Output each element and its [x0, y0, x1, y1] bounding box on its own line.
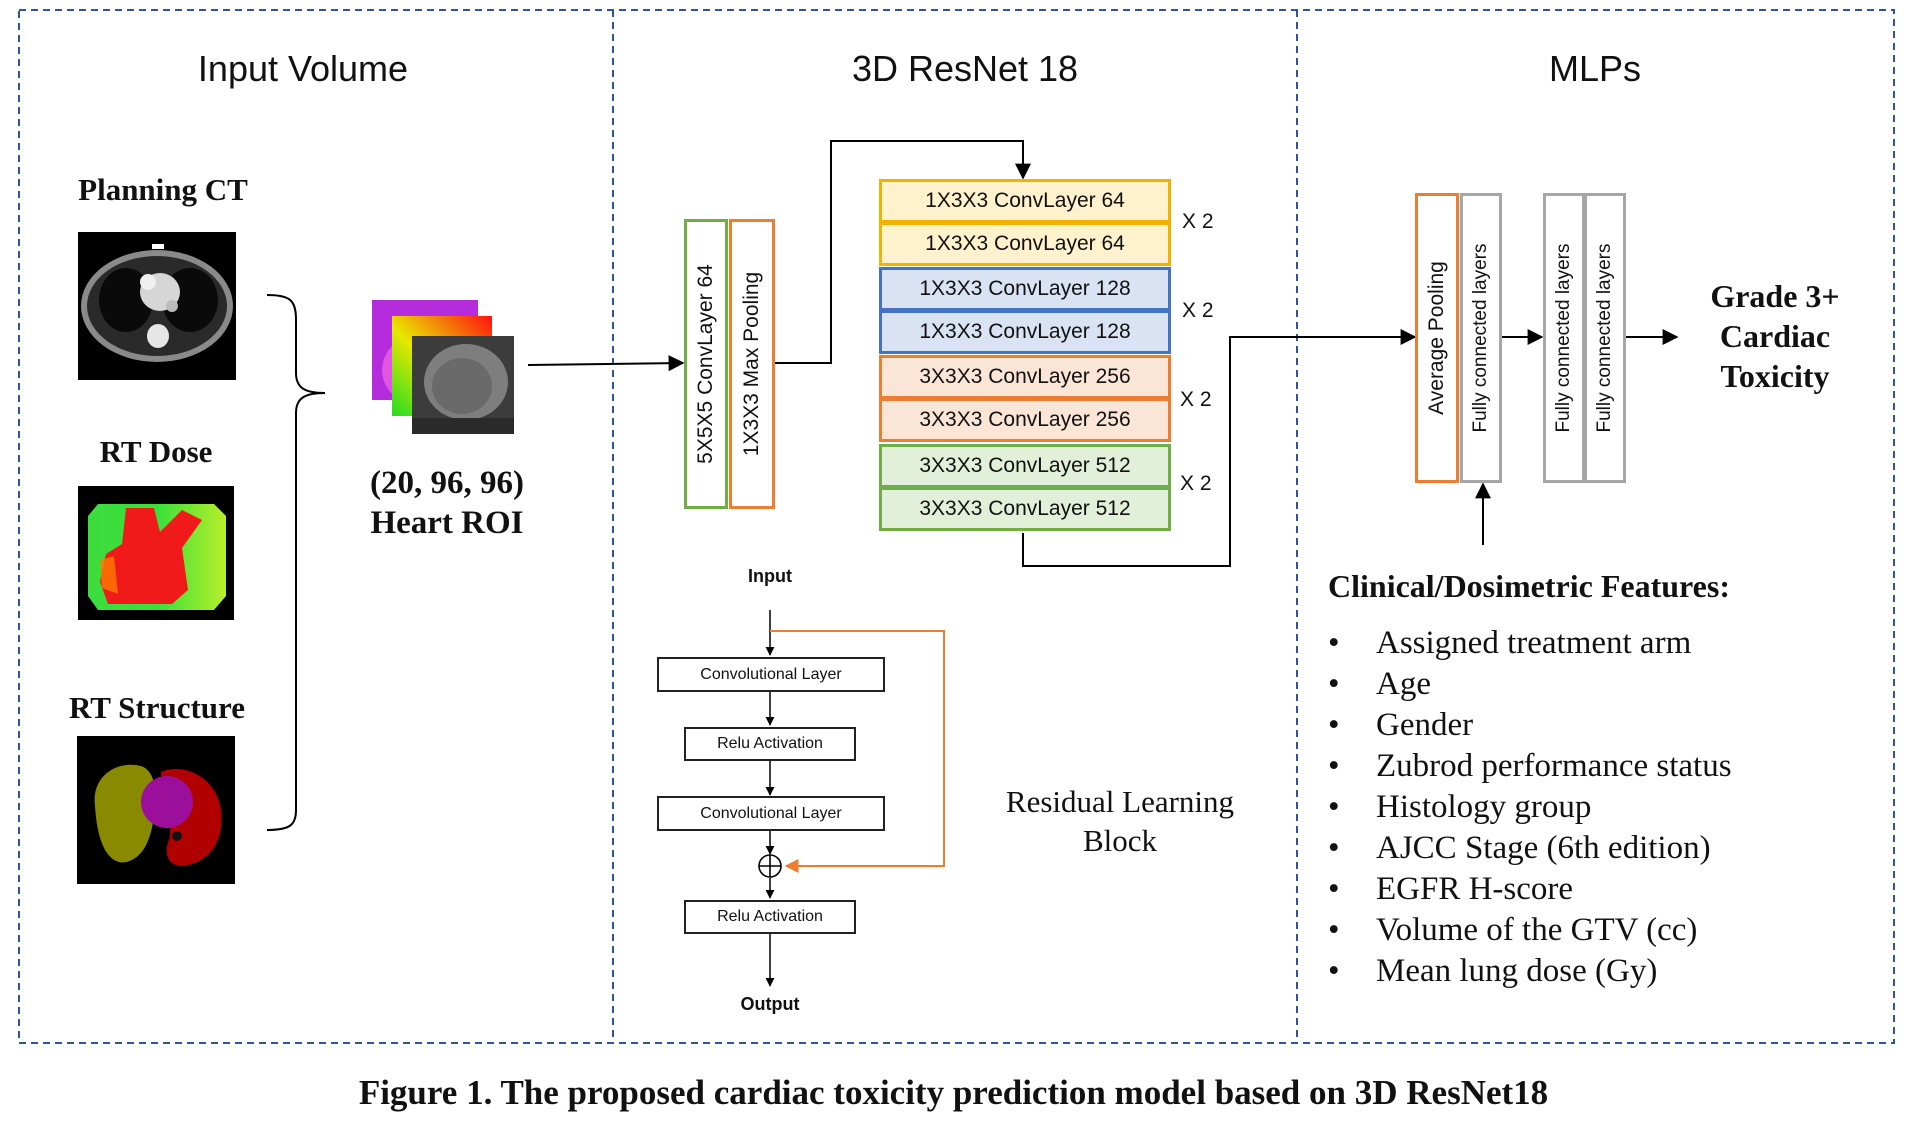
rb-relu-2: Relu Activation: [684, 900, 856, 934]
output-line3: Toxicity: [1720, 358, 1830, 394]
rt-dose-image: [78, 486, 234, 620]
feature-bullet: •: [1328, 748, 1340, 784]
roi-ct-slice: [412, 336, 514, 434]
feature-text: Age: [1376, 666, 1431, 702]
roi-label: Heart ROI: [370, 505, 524, 541]
fc-layer-2-label: Fully connected layers: [1553, 243, 1574, 433]
feature-text: Zubrod performance status: [1376, 748, 1732, 784]
stage3-layer2: 3X3X3 ConvLayer 256: [879, 398, 1171, 442]
label-rt-structure: RT Structure: [68, 690, 245, 725]
stem-pool-layer: 1X3X3 Max Pooling: [729, 219, 775, 509]
rb-caption-line2: Block: [1082, 823, 1158, 858]
stem-pool-label: 1X3X3 Max Pooling: [740, 271, 763, 457]
stem-conv-label: 5X5X5 ConvLayer 64: [694, 264, 717, 464]
arrow-roi-to-stem: [527, 355, 685, 372]
rb-relu-1: Relu Activation: [684, 727, 856, 761]
fc-layer-1: Fully connected layers: [1460, 193, 1502, 483]
stage3-layer1: 3X3X3 ConvLayer 256: [879, 355, 1171, 399]
feature-bullet: •: [1328, 953, 1340, 989]
stage4-layer1: 3X3X3 ConvLayer 512: [879, 444, 1171, 488]
fc-layer-3-label: Fully connected layers: [1594, 243, 1615, 433]
rt-structure-image: [77, 736, 235, 884]
input-brace: [266, 294, 326, 831]
arrow-stages-to-mlp: [1022, 329, 1417, 567]
avg-pool-label: Average Pooling: [1425, 261, 1448, 415]
stage2-repeat: X 2: [1182, 299, 1214, 322]
rb-conv-layer-2: Convolutional Layer: [657, 796, 885, 831]
rb-conv-layer-1: Convolutional Layer: [657, 657, 885, 692]
arrow-pool-to-stages: [775, 140, 1031, 364]
rb-input-label: Input: [748, 566, 792, 586]
output-line2: Cardiac: [1719, 318, 1831, 354]
stage1-repeat: X 2: [1182, 210, 1214, 233]
avg-pool-layer: Average Pooling: [1415, 193, 1459, 483]
planning-ct-image: [78, 232, 236, 380]
stage1-layer2: 1X3X3 ConvLayer 64: [879, 222, 1171, 266]
feature-bullet: •: [1328, 871, 1340, 907]
features-title: Clinical/Dosimetric Features:: [1328, 568, 1730, 604]
fc-layer-3: Fully connected layers: [1584, 193, 1626, 483]
feature-text: Assigned treatment arm: [1376, 625, 1692, 661]
feature-text: Gender: [1376, 707, 1474, 743]
feature-text: Volume of the GTV (cc): [1376, 912, 1698, 948]
stage4-repeat: X 2: [1180, 472, 1212, 495]
feature-bullet: •: [1328, 830, 1340, 866]
stage1-layer1: 1X3X3 ConvLayer 64: [879, 179, 1171, 223]
roi-shape: (20, 96, 96): [370, 465, 524, 501]
rb-output-label: Output: [740, 994, 800, 1014]
outer-frame: [18, 9, 1895, 1044]
panel-title-input: Input Volume: [197, 48, 409, 89]
feature-text: AJCC Stage (6th edition): [1376, 830, 1711, 866]
feature-text: EGFR H-score: [1376, 871, 1574, 907]
feature-bullet: •: [1328, 666, 1340, 702]
label-planning-ct: Planning CT: [78, 172, 248, 207]
feature-text: Mean lung dose (Gy): [1376, 953, 1658, 989]
feature-bullet: •: [1328, 707, 1340, 743]
output-line1: Grade 3+: [1710, 278, 1840, 314]
stage2-layer2: 1X3X3 ConvLayer 128: [879, 310, 1171, 354]
rb-skip-connection: [770, 630, 945, 873]
figure-caption: Figure 1. The proposed cardiac toxicity …: [358, 1073, 1549, 1112]
rb-caption-line1: Residual Learning: [1005, 784, 1235, 819]
stage3-repeat: X 2: [1180, 388, 1212, 411]
stem-conv-layer: 5X5X5 ConvLayer 64: [684, 219, 728, 509]
fc-layer-2: Fully connected layers: [1543, 193, 1585, 483]
label-rt-dose: RT Dose: [99, 434, 213, 469]
fc-layer-1-label: Fully connected layers: [1470, 243, 1491, 433]
feature-bullet: •: [1328, 625, 1340, 661]
stage2-layer1: 1X3X3 ConvLayer 128: [879, 267, 1171, 311]
feature-bullet: •: [1328, 789, 1340, 825]
panel-title-mlps: MLPs: [1548, 48, 1642, 89]
feature-bullet: •: [1328, 912, 1340, 948]
feature-text: Histology group: [1376, 789, 1592, 825]
stage4-layer2: 3X3X3 ConvLayer 512: [879, 487, 1171, 531]
panel-title-resnet: 3D ResNet 18: [851, 48, 1079, 89]
